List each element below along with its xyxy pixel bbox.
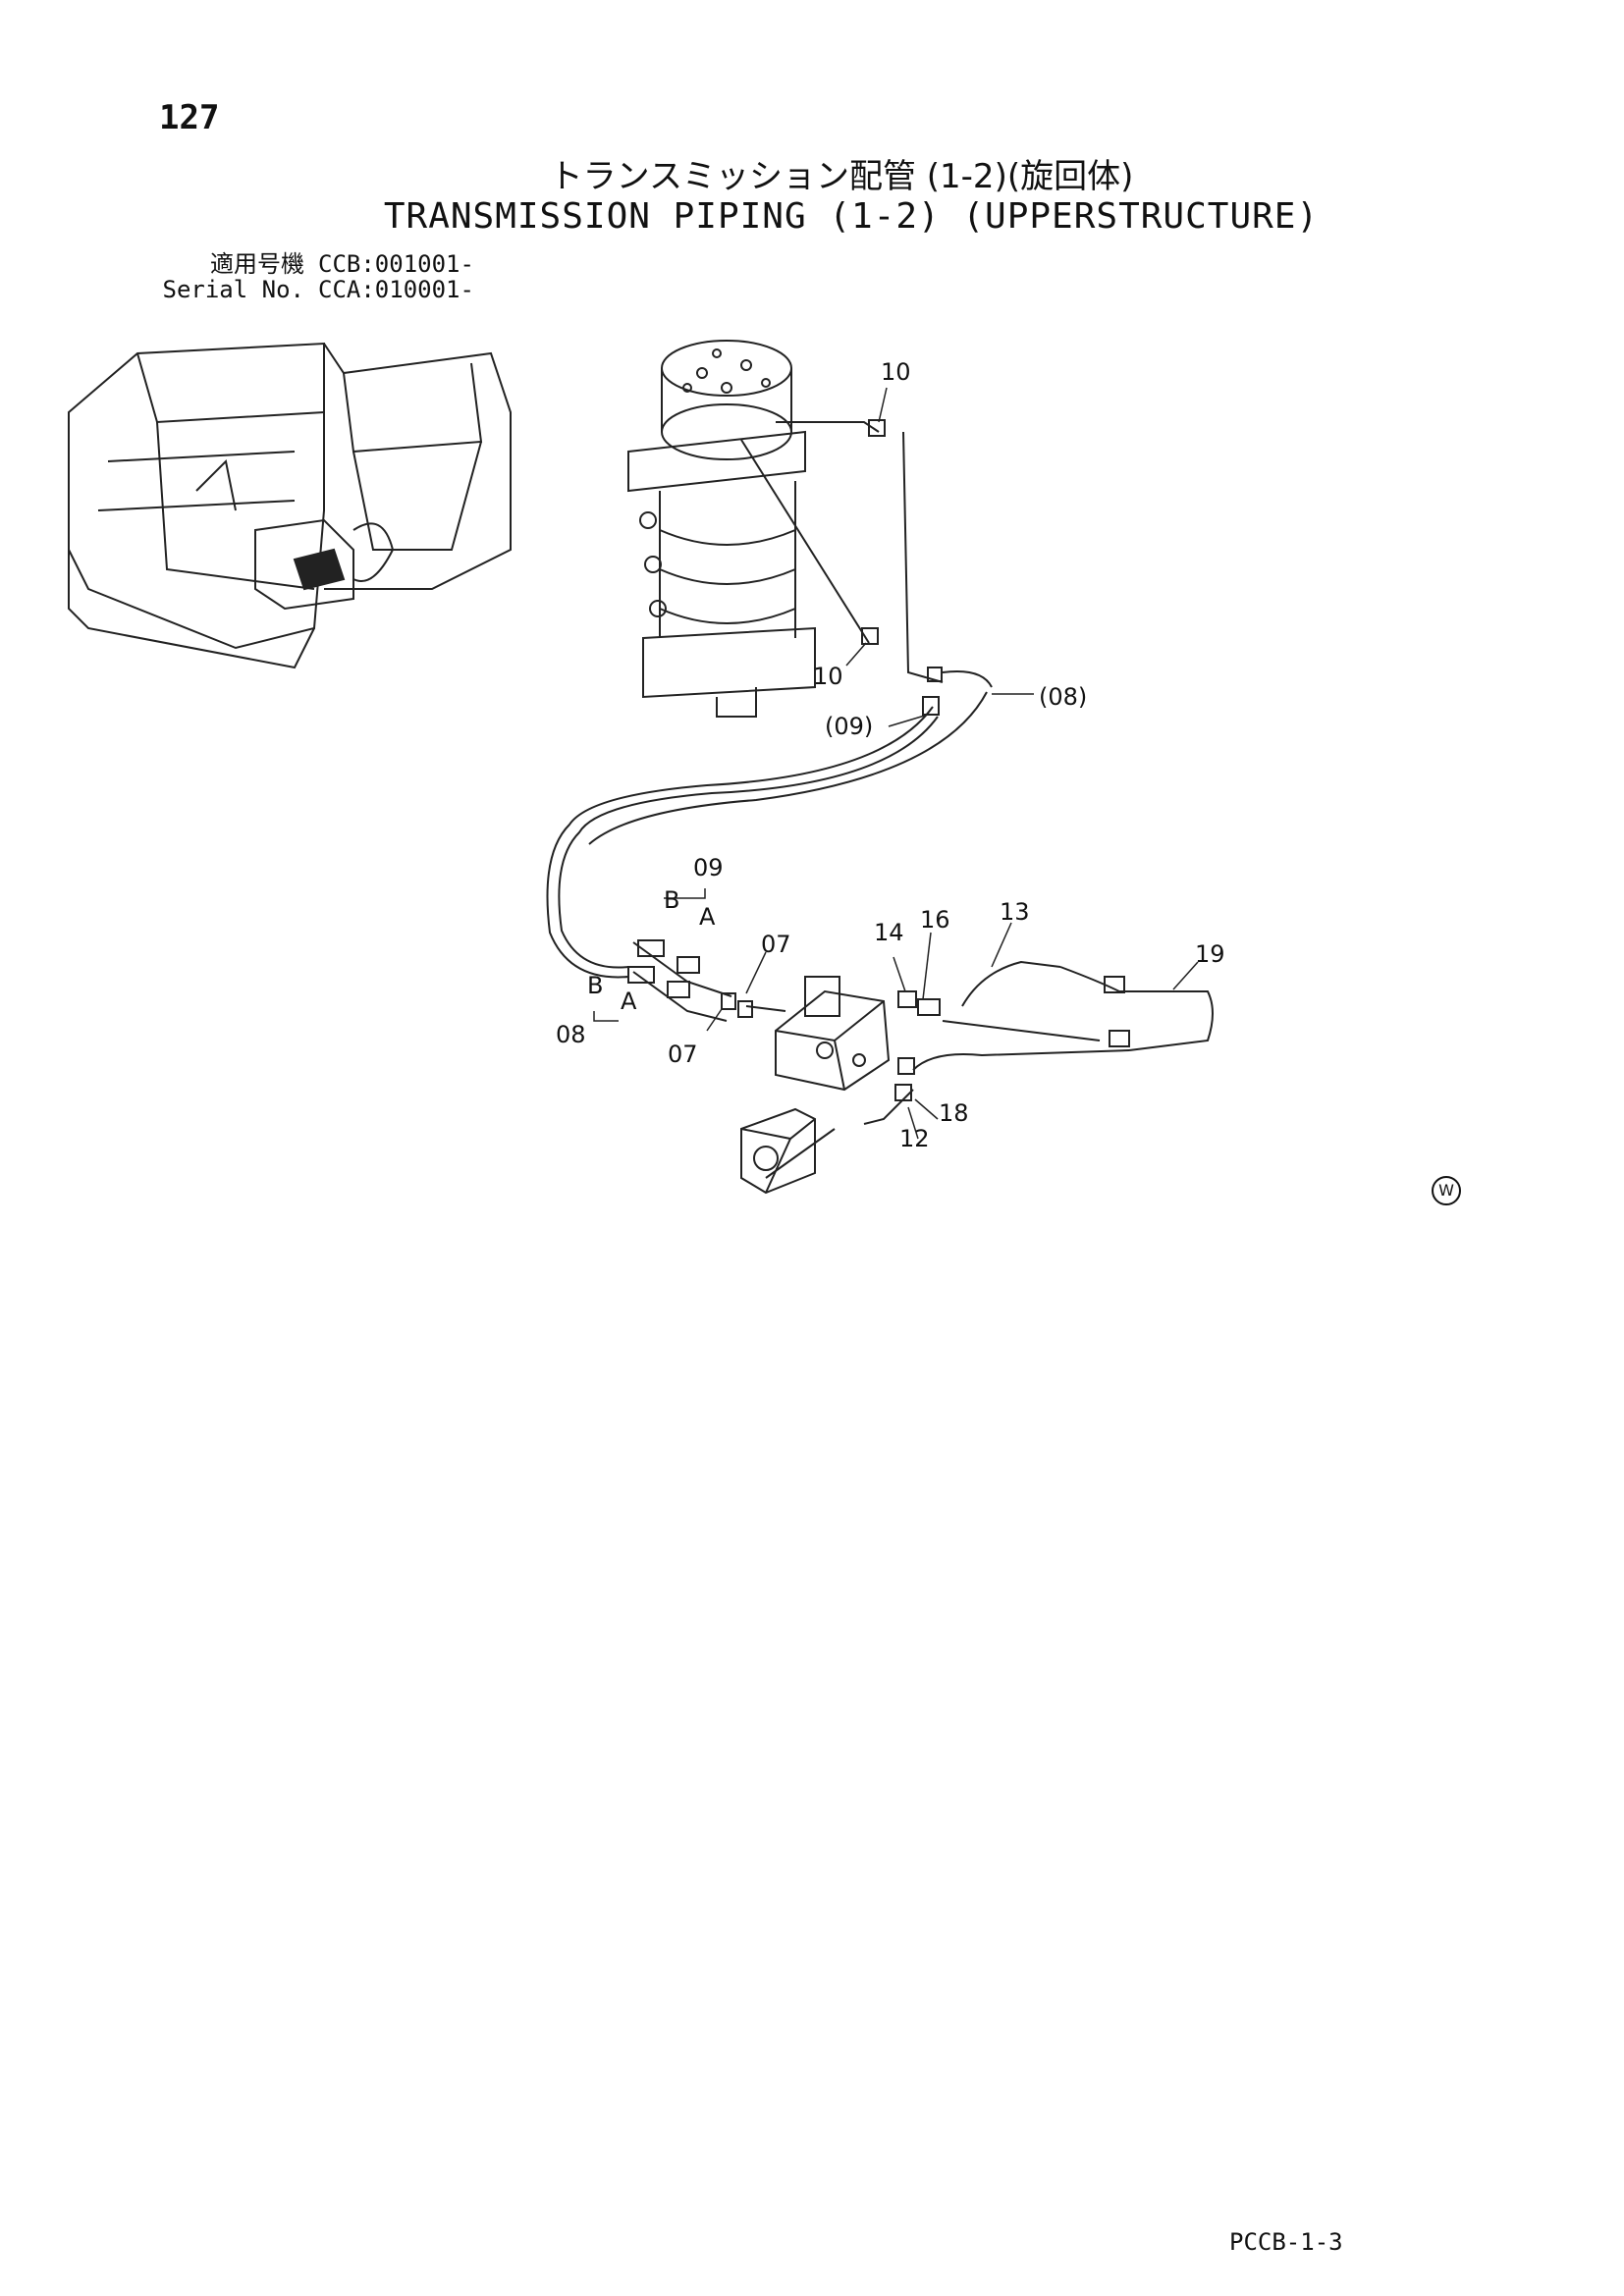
callout-b-upper: B [664,886,679,914]
serial-row: Serial No. CCA:010001- [157,277,474,302]
callout-10-top: 10 [881,358,911,386]
callout-08-hose: (08) [1039,683,1087,711]
callout-07-upper: 07 [761,931,791,958]
valve-block-drawing [775,976,891,1092]
serial-block: 適用号機 CCB:001001- Serial No. CCA:010001- [157,251,474,302]
callout-19: 19 [1195,940,1225,968]
callout-labels: 10 10 (08) (09) 09 B A B A 08 07 07 14 1… [556,358,1225,1152]
callout-16: 16 [920,906,950,934]
title-english: TRANSMISSION PIPING (1-2) (UPPERSTRUCTUR… [383,196,1320,237]
callout-12: 12 [899,1125,930,1152]
callout-08: 08 [556,1021,586,1048]
lower-block-drawing [740,1107,816,1195]
callout-09: 09 [693,854,724,881]
callout-a-upper: A [699,903,716,931]
callout-14: 14 [874,919,904,946]
serial-label: Serial No. [162,276,305,303]
serial-label: 適用号機 [210,250,304,278]
serial-row: 適用号機 CCB:001001- [157,251,474,277]
watermark-mark: W [1432,1176,1461,1205]
title-japanese: トランスミッション配管 (1-2)(旋回体) [549,157,1134,196]
leader-lines [593,387,1199,1140]
callout-13: 13 [1000,898,1030,926]
callout-09-hose: (09) [825,713,873,740]
callout-07-lower: 07 [668,1041,698,1068]
serial-value: CCA:010001- [318,276,474,303]
hose-lines [546,421,1214,1179]
callout-18: 18 [939,1099,969,1127]
callout-b-lower: B [587,972,603,999]
excavator-overview-drawing [68,342,512,669]
callout-a-lower: A [621,988,637,1015]
callout-10-lower: 10 [813,663,843,690]
page-number: 127 [159,98,220,137]
serial-value: CCB:001001- [318,250,474,278]
fittings [627,419,1130,1101]
page-code: PCCB-1-3 [1229,2228,1343,2256]
center-joint-drawing [627,340,816,718]
